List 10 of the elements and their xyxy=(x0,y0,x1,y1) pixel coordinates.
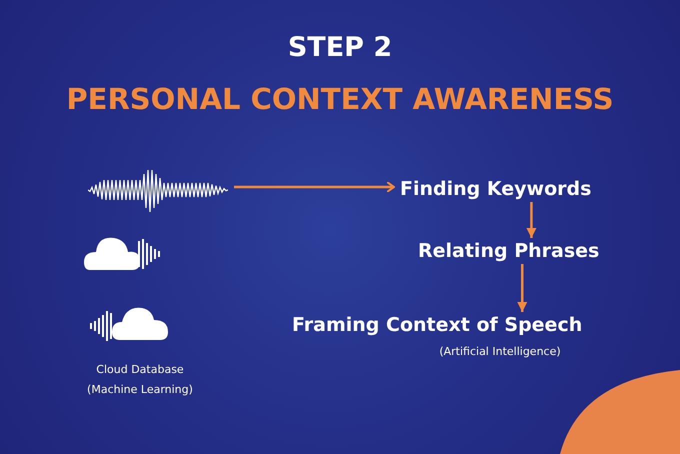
step-text: Finding Keywords xyxy=(400,178,592,200)
step-text: Relating Phrases xyxy=(418,240,600,262)
step-title: STEP 2 xyxy=(286,32,394,63)
arrow xyxy=(517,264,528,312)
arrow xyxy=(526,202,536,238)
step-text: Framing Context of Speech xyxy=(292,314,582,336)
caption-text: Cloud Database (Machine Learning) xyxy=(86,362,194,398)
caption-text: (Artificial Intelligence) xyxy=(438,345,562,358)
heading: PERSONAL CONTEXT AWARENESS xyxy=(65,82,615,116)
arrow xyxy=(234,181,395,193)
